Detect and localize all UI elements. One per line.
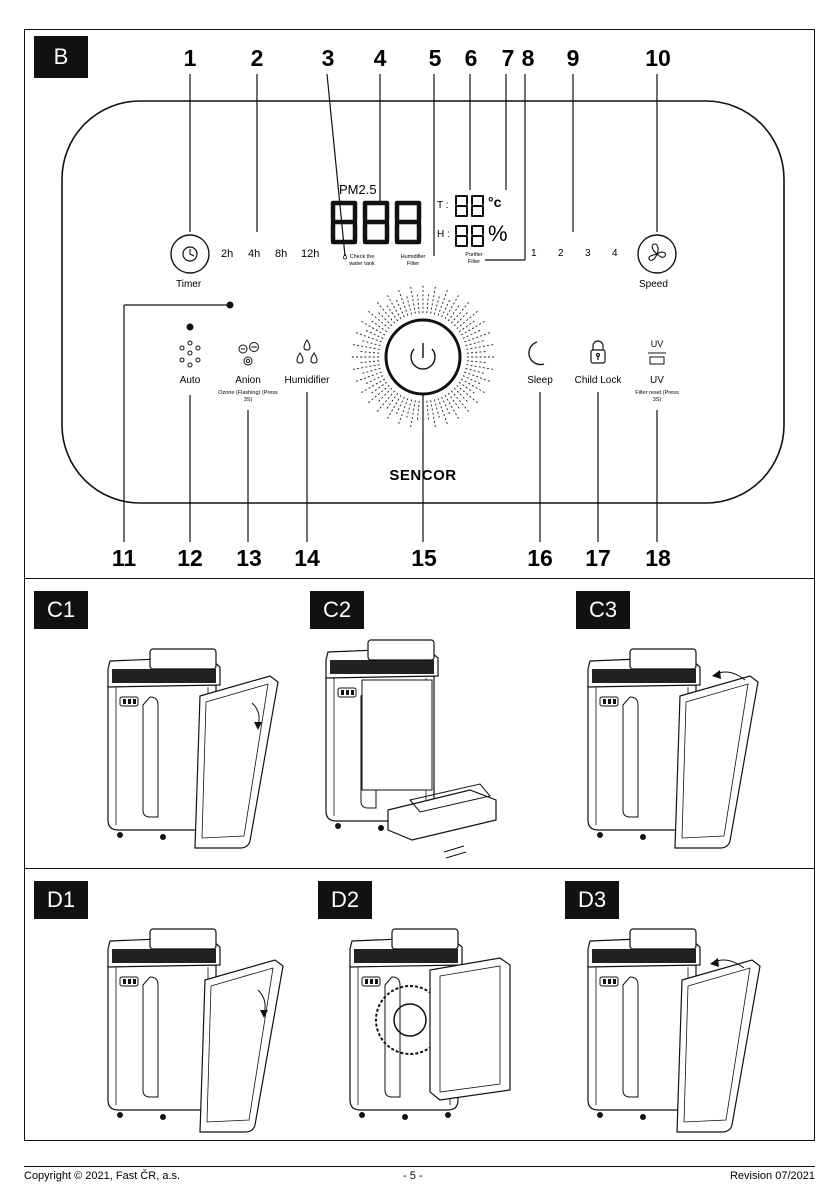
humidifier-label: Humidifier: [284, 375, 330, 386]
callout-16: 16: [527, 545, 553, 571]
footer-page-number: - 5 -: [403, 1170, 423, 1182]
callout-1: 1: [183, 45, 197, 71]
anion-note: Ozone (Flashing) (Press 3S): [218, 390, 278, 403]
pm25-label: PM2.5: [339, 182, 377, 197]
uv-note: Filter reset (Press 3S): [635, 390, 679, 403]
callout-11: 11: [111, 545, 137, 571]
water-tank-indicator: Check the water tank: [349, 254, 375, 267]
callout-17: 17: [585, 545, 611, 571]
figure-frame: [24, 29, 815, 1141]
timer-12h: 12h: [301, 248, 320, 260]
humidity-label: H :: [437, 229, 450, 240]
uv-label: UV: [650, 375, 664, 386]
speed-level-2: 2: [558, 248, 564, 259]
callout-7: 7: [501, 45, 515, 71]
timer-2h: 2h: [221, 248, 234, 260]
footer-rule: [24, 1166, 815, 1167]
section-divider: [24, 868, 815, 869]
celsius-unit: °c: [488, 194, 502, 210]
anion-label: Anion: [235, 375, 261, 386]
uv-icon-text: UV: [650, 339, 664, 349]
callout-18: 18: [645, 545, 671, 571]
callout-6: 6: [464, 45, 478, 71]
callout-10: 10: [645, 45, 671, 71]
section-tag-c2: C2: [310, 591, 364, 629]
callout-8: 8: [521, 45, 535, 71]
timer-4h: 4h: [248, 248, 261, 260]
callout-9: 9: [566, 45, 580, 71]
brand-logo: SENCOR: [389, 467, 457, 484]
footer-copyright: Copyright © 2021, Fast ČR, a.s.: [24, 1170, 181, 1182]
speed-level-1: 1: [531, 248, 537, 259]
auto-label: Auto: [179, 375, 201, 386]
callout-13: 13: [236, 545, 262, 571]
section-tag-c3: C3: [576, 591, 630, 629]
section-tag-d2: D2: [318, 881, 372, 919]
speed-level-3: 3: [585, 248, 591, 259]
callout-15: 15: [411, 545, 437, 571]
control-panel-drawing: [61, 73, 785, 542]
callout-4: 4: [373, 45, 387, 71]
speed-label: Speed: [639, 279, 668, 290]
section-tag-d1: D1: [34, 881, 88, 919]
section-tag-d3: D3: [565, 881, 619, 919]
timer-label: Timer: [176, 279, 202, 290]
section-tag-c1: C1: [34, 591, 88, 629]
footer-revision: Revision 07/2021: [729, 1170, 815, 1182]
percent-unit: %: [488, 221, 508, 246]
section-divider: [24, 578, 815, 579]
sleep-label: Sleep: [527, 375, 553, 386]
section-tag-b: B: [34, 36, 88, 78]
callout-14: 14: [294, 545, 320, 571]
callout-12: 12: [177, 545, 203, 571]
child-lock-label: Child Lock: [574, 375, 622, 386]
purifier-filter-indicator: Purifier Filter: [465, 252, 483, 265]
humidifier-filter-indicator: Humidifier Filter: [400, 254, 426, 267]
callout-2: 2: [250, 45, 264, 71]
temperature-label: T :: [437, 200, 449, 211]
speed-level-4: 4: [612, 248, 618, 259]
callout-5: 5: [428, 45, 442, 71]
timer-8h: 8h: [275, 248, 288, 260]
callout-3: 3: [321, 45, 335, 71]
